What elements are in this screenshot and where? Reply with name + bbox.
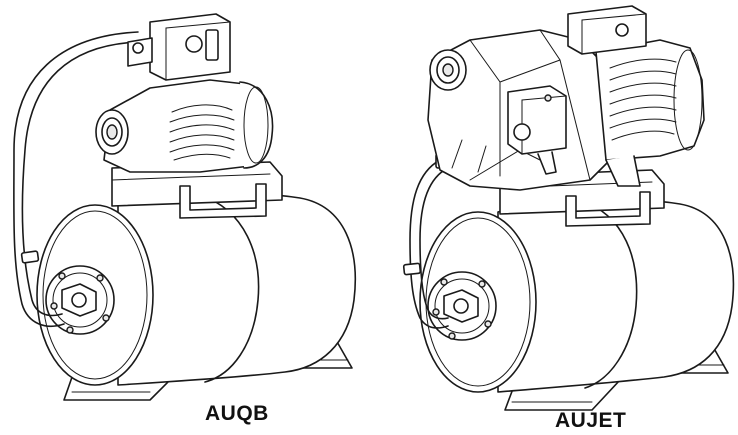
- auqb-pressure-switch: [127, 13, 231, 81]
- aujet-pressure-switch: [507, 85, 567, 175]
- product-label-auqb: AUQB: [205, 402, 269, 425]
- auqb-pump-unit: [13, 13, 357, 401]
- product-label-aujet: AUJET: [555, 409, 627, 432]
- aujet-pump-unit: [402, 5, 735, 411]
- tank-flange: [45, 265, 115, 335]
- aujet-inlet-port: [429, 49, 467, 91]
- flex-hose: [13, 31, 139, 328]
- auqb-outlet-port: [95, 109, 129, 155]
- auqb-pump-motor: [103, 79, 274, 173]
- tank-flange: [427, 271, 497, 341]
- aujet-motor: [567, 5, 705, 187]
